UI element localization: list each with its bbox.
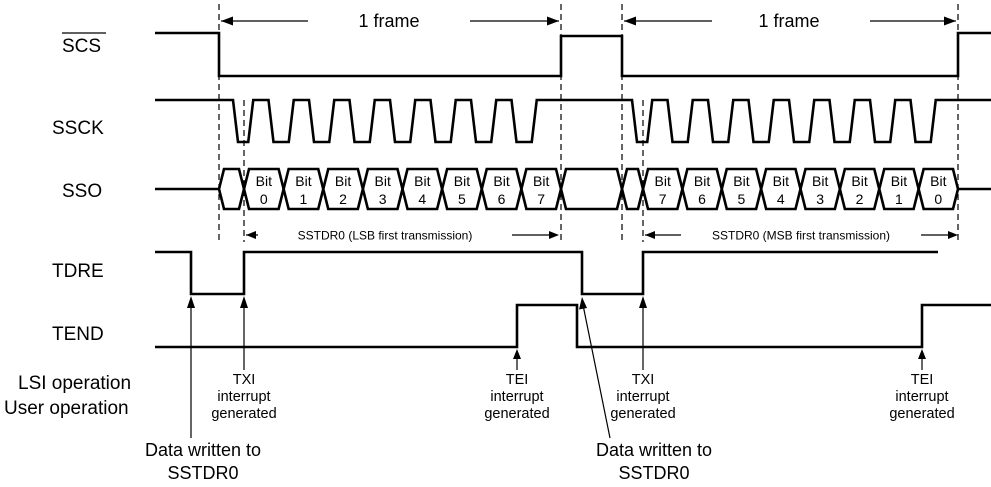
sso-bit-cell <box>917 167 960 211</box>
bit-number-label: 3 <box>379 191 387 207</box>
ssck-waveform <box>155 98 991 144</box>
txi-arrow-1 <box>240 296 248 370</box>
svg-text:interrupt: interrupt <box>217 389 270 405</box>
svg-text:generated: generated <box>211 406 276 422</box>
bit-number-label: 6 <box>698 191 706 207</box>
bit-number-label: 1 <box>300 191 308 207</box>
tend-waveform <box>155 303 991 349</box>
tend-label: TEND <box>52 324 104 345</box>
bit-number-label: 4 <box>777 191 785 207</box>
bit-word-label: Bit <box>733 173 749 189</box>
svg-text:SSTDR0: SSTDR0 <box>618 463 689 483</box>
svg-text:TEI: TEI <box>911 372 934 388</box>
sso-idle-cell <box>217 167 246 211</box>
bit-number-label: 5 <box>458 191 466 207</box>
txi-arrow-2 <box>639 296 647 370</box>
bit-word-label: Bit <box>655 173 671 189</box>
bit-number-label: 7 <box>659 191 667 207</box>
bit-number-label: 1 <box>895 191 903 207</box>
bit-number-label: 4 <box>418 191 426 207</box>
txi-interrupt-text-2: TXI interrupt generated <box>610 372 675 422</box>
bit-number-label: 2 <box>339 191 347 207</box>
svg-text:TXI: TXI <box>632 372 655 388</box>
bit-word-label: Bit <box>773 173 789 189</box>
bit-number-label: 7 <box>537 191 545 207</box>
scs-label: SCS <box>62 36 101 57</box>
data-written-text-2: Data written to SSTDR0 <box>596 440 712 483</box>
bit-word-label: Bit <box>295 173 311 189</box>
txi-interrupt-text-1: TXI interrupt generated <box>211 372 276 422</box>
bit-number-label: 0 <box>934 191 942 207</box>
svg-text:generated: generated <box>610 406 675 422</box>
tdre-waveform <box>155 250 938 296</box>
bit-number-label: 3 <box>816 191 824 207</box>
svg-text:TXI: TXI <box>233 372 256 388</box>
svg-text:interrupt: interrupt <box>895 389 948 405</box>
svg-text:interrupt: interrupt <box>616 389 669 405</box>
bit-word-label: Bit <box>454 173 470 189</box>
bit-number-label: 2 <box>856 191 864 207</box>
frame-label-2: 1 frame <box>758 11 819 31</box>
bit-number-label: 5 <box>738 191 746 207</box>
sstdr-lsb-label: SSTDR0 (LSB first transmission) <box>298 229 473 243</box>
svg-text:generated: generated <box>484 406 549 422</box>
sso-idle-cell <box>620 167 645 211</box>
tei-arrow-1 <box>513 349 521 370</box>
sstdr-msb-label: SSTDR0 (MSB first transmission) <box>712 229 890 243</box>
frame-label-1: 1 frame <box>358 11 419 31</box>
svg-text:SSTDR0: SSTDR0 <box>167 463 238 483</box>
bit-word-label: Bit <box>335 173 351 189</box>
scs-waveform <box>155 31 991 78</box>
bit-word-label: Bit <box>851 173 867 189</box>
tdre-label: TDRE <box>52 261 104 282</box>
svg-text:TEI: TEI <box>506 372 529 388</box>
tei-interrupt-text-1: TEI interrupt generated <box>484 372 549 422</box>
sso-label: SSO <box>62 181 102 202</box>
data-written-arrow-1 <box>187 296 195 438</box>
bit-word-label: Bit <box>812 173 828 189</box>
svg-text:Data written to: Data written to <box>145 440 261 460</box>
bit-word-label: Bit <box>891 173 907 189</box>
data-written-arrow-2 <box>579 297 611 439</box>
bit-number-label: 6 <box>498 191 506 207</box>
tei-arrow-2 <box>918 349 926 370</box>
frame-arrow-1 <box>221 16 559 26</box>
svg-text:generated: generated <box>889 406 954 422</box>
bit-word-label: Bit <box>694 173 710 189</box>
user-operation-label: User operation <box>4 398 129 419</box>
bit-word-label: Bit <box>493 173 509 189</box>
bit-word-label: Bit <box>256 173 272 189</box>
tei-interrupt-text-2: TEI interrupt generated <box>889 372 954 422</box>
lsi-operation-label: LSI operation <box>18 373 131 394</box>
sso-gap-cell <box>559 167 624 211</box>
bit-number-label: 0 <box>260 191 268 207</box>
data-written-text-1: Data written to SSTDR0 <box>145 440 261 483</box>
ssck-label: SSCK <box>52 118 104 139</box>
svg-text:Data written to: Data written to <box>596 440 712 460</box>
bit-word-label: Bit <box>533 173 549 189</box>
bit-word-label: Bit <box>375 173 391 189</box>
svg-text:interrupt: interrupt <box>490 389 543 405</box>
bit-word-label: Bit <box>930 173 946 189</box>
bit-word-label: Bit <box>414 173 430 189</box>
frame-arrow-2 <box>624 16 956 26</box>
